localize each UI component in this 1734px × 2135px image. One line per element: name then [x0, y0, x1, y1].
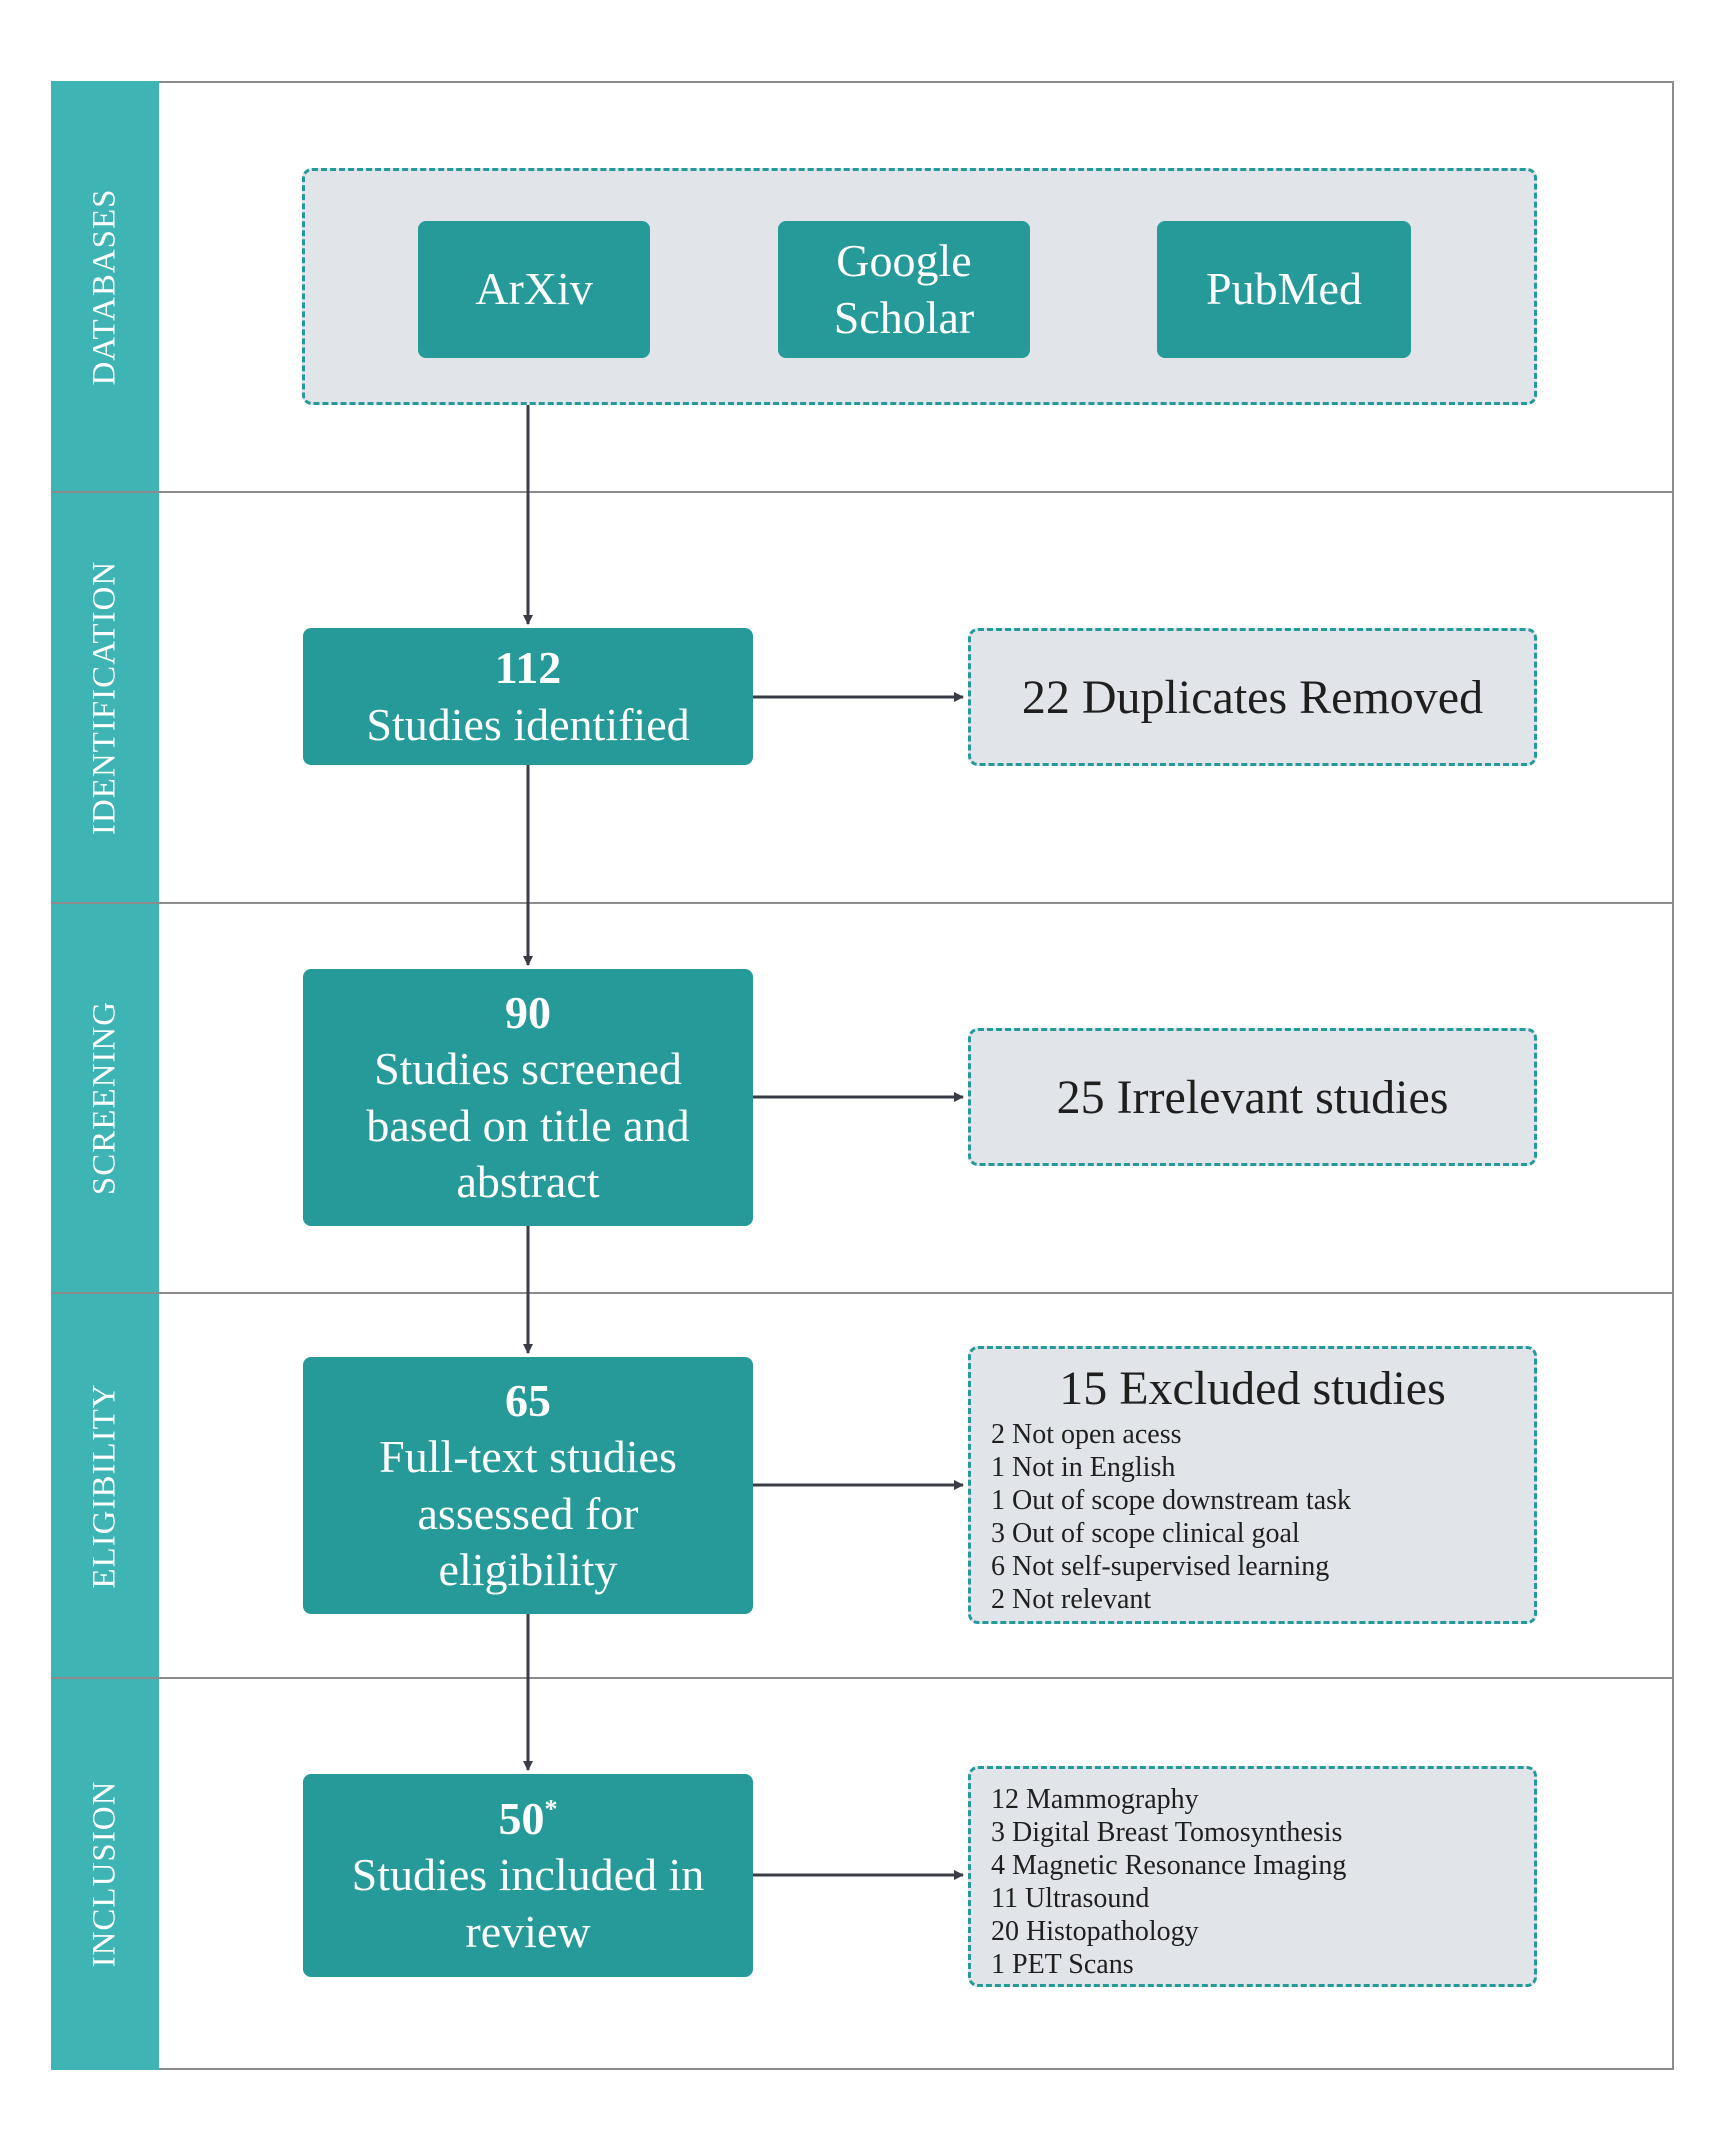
screening-count: 90: [505, 987, 551, 1039]
phase-divider: [51, 491, 1674, 493]
screening-label: Studies screened based on title and abst…: [366, 1043, 690, 1207]
phase-band-eligibility: ELIGIBILITY: [51, 1293, 159, 1678]
phase-band-inclusion: INCLUSION: [51, 1678, 159, 2070]
identification-count: 112: [494, 642, 562, 694]
inclusion-count: 50*: [498, 1793, 558, 1845]
list-item: 6 Not self-supervised learning: [991, 1551, 1330, 1582]
phase-band-screening: SCREENING: [51, 903, 159, 1293]
irrelevant-studies-box: 25 Irrelevant studies: [968, 1028, 1537, 1166]
phase-divider: [51, 1292, 1674, 1294]
list-item: 4 Magnetic Resonance Imaging: [991, 1850, 1347, 1881]
eligibility-label: Full-text studies assessed for eligibili…: [379, 1431, 677, 1595]
list-item: 3 Digital Breast Tomosynthesis: [991, 1817, 1343, 1848]
excluded-studies-box: 15 Excluded studies 2 Not open acess 1 N…: [968, 1346, 1537, 1624]
list-item: 1 PET Scans: [991, 1949, 1134, 1980]
list-item: 20 Histopathology: [991, 1916, 1199, 1947]
screening-box: 90 Studies screened based on title and a…: [303, 969, 753, 1226]
eligibility-count: 65: [505, 1375, 551, 1427]
eligibility-box: 65 Full-text studies assessed for eligib…: [303, 1357, 753, 1614]
excluded-reasons-list: 2 Not open acess 1 Not in English 1 Out …: [971, 1418, 1534, 1616]
list-item: 1 Not in English: [991, 1452, 1176, 1483]
identification-label: Studies identified: [366, 698, 690, 750]
database-arxiv: ArXiv: [418, 221, 650, 358]
database-pubmed: PubMed: [1157, 221, 1411, 358]
phase-band-databases: DATABASES: [51, 81, 159, 492]
modality-breakdown-box: 12 Mammography 3 Digital Breast Tomosynt…: [968, 1766, 1537, 1987]
inclusion-box: 50* Studies included in review: [303, 1774, 753, 1977]
list-item: 3 Out of scope clinical goal: [991, 1518, 1300, 1549]
list-item: 2 Not open acess: [991, 1419, 1182, 1450]
database-google-scholar: Google Scholar: [778, 221, 1030, 358]
excluded-studies-title: 15 Excluded studies: [1059, 1362, 1446, 1415]
phase-divider: [51, 902, 1674, 904]
list-item: 1 Out of scope downstream task: [991, 1485, 1352, 1516]
modality-list: 12 Mammography 3 Digital Breast Tomosynt…: [971, 1783, 1534, 1981]
phase-band-identification: IDENTIFICATION: [51, 492, 159, 903]
list-item: 12 Mammography: [991, 1784, 1199, 1815]
list-item: 11 Ultrasound: [991, 1883, 1150, 1914]
list-item: 2 Not relevant: [991, 1584, 1152, 1615]
phase-divider: [51, 1677, 1674, 1679]
inclusion-label: Studies included in review: [351, 1849, 705, 1957]
duplicates-removed-box: 22 Duplicates Removed: [968, 628, 1537, 766]
inclusion-count-mark: *: [544, 1795, 558, 1824]
identification-box: 112 Studies identified: [303, 628, 753, 765]
